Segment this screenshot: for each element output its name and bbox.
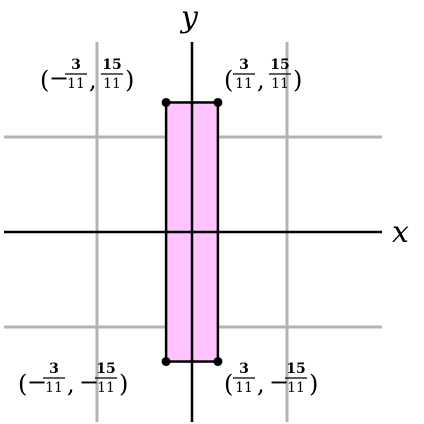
label-comma: , [257, 370, 265, 398]
label-y-numerator: 15 [286, 361, 305, 377]
vertex-points: (−311,1511)(311,1511)(−311,−1511)(311,−1… [18, 57, 318, 398]
label-close-paren: ) [293, 66, 302, 94]
label-y-denominator: 11 [103, 76, 121, 92]
coordinate-label-top-right: (3 11, 15 11) [224, 57, 302, 94]
label-open-paren: ( [18, 370, 27, 398]
label-x-numerator: 3 [49, 361, 59, 377]
label-close-paren: ) [125, 66, 134, 94]
label-x-denominator: 11 [45, 380, 63, 396]
label-comma: , [89, 66, 97, 94]
label-y-numerator: 15 [270, 57, 289, 73]
label-y-denominator: 11 [97, 380, 115, 396]
label-close-paren: ) [309, 370, 318, 398]
label-comma: , [257, 66, 265, 94]
label-comma: , [67, 370, 75, 398]
label-y-denominator: 11 [287, 380, 305, 396]
coordinate-label-bottom-right: (3 11,−15 11) [224, 361, 318, 398]
label-y-sign: − [79, 368, 99, 396]
label-y-numerator: 15 [102, 57, 121, 73]
x-axis-label: x [392, 215, 409, 250]
vertex-bottom-left [161, 357, 171, 367]
label-open-paren: ( [40, 66, 49, 94]
label-x-sign: − [27, 368, 47, 396]
label-open-paren: ( [224, 66, 233, 94]
label-x-denominator: 11 [67, 76, 85, 92]
label-open-paren: ( [224, 370, 233, 398]
y-axis-label: y [179, 0, 199, 35]
vertex-top-right [213, 97, 223, 107]
label-x-numerator: 3 [71, 57, 81, 73]
vertex-bottom-right [213, 357, 223, 367]
label-x-denominator: 11 [235, 380, 253, 396]
vertex-top-left [161, 97, 171, 107]
label-x-numerator: 3 [239, 361, 249, 377]
label-y-sign: − [269, 368, 289, 396]
coordinate-label-top-left: (−3 11, 15 11) [40, 57, 134, 94]
label-x-numerator: 3 [239, 57, 249, 73]
label-y-numerator: 15 [96, 361, 115, 377]
label-y-denominator: 11 [271, 76, 289, 92]
label-x-sign: − [49, 64, 69, 92]
label-x-denominator: 11 [235, 76, 253, 92]
label-close-paren: ) [119, 370, 128, 398]
